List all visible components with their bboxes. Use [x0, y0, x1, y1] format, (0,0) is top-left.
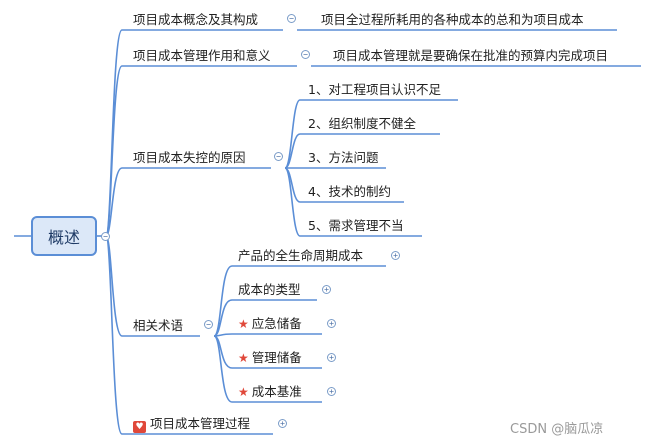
branch-cost-management-process[interactable]: ♥ 项目成本管理过程 [133, 416, 250, 433]
term-item[interactable]: ★成本基准 [238, 384, 302, 400]
branch-cost-management-purpose[interactable]: 项目成本管理作用和意义 [133, 48, 271, 63]
root-label: 概述 [47, 228, 80, 247]
branch-label: 项目成本管理过程 [150, 416, 251, 431]
branch-cost-management-purpose-collapse-icon[interactable]: − [301, 50, 310, 59]
term-label: 成本基准 [251, 384, 302, 399]
term-expand-icon[interactable]: + [391, 251, 400, 260]
term-expand-icon[interactable]: + [327, 319, 336, 328]
branch-cost-overrun-causes[interactable]: 项目成本失控的原因 [133, 150, 246, 165]
cause-item[interactable]: 4、技术的制约 [308, 184, 391, 199]
branch-related-terms-collapse-icon[interactable]: − [204, 320, 213, 329]
branch-related-terms[interactable]: 相关术语 [133, 318, 184, 333]
term-item[interactable]: ★管理储备 [238, 350, 302, 366]
cost-concept-definition[interactable]: 项目全过程所耗用的各种成本的总和为项目成本 [321, 12, 584, 27]
root-node[interactable]: 概述 [31, 216, 97, 256]
cause-item[interactable]: 2、组织制度不健全 [308, 116, 416, 131]
cause-item[interactable]: 3、方法问题 [308, 150, 379, 165]
term-expand-icon[interactable]: + [322, 285, 331, 294]
term-item[interactable]: 产品的全生命周期成本 [238, 248, 363, 264]
term-label: 应急储备 [251, 316, 302, 331]
star-icon: ★ [238, 317, 249, 331]
term-item[interactable]: ★应急储备 [238, 316, 302, 332]
branch-cost-concept[interactable]: 项目成本概念及其构成 [133, 12, 259, 27]
branch-cost-concept-collapse-icon[interactable]: − [287, 14, 296, 23]
cause-item[interactable]: 5、需求管理不当 [308, 218, 404, 233]
star-icon: ★ [238, 385, 249, 399]
heart-icon: ♥ [133, 421, 146, 433]
term-label: 成本的类型 [238, 282, 301, 297]
term-label: 产品的全生命周期成本 [238, 248, 364, 263]
term-label: 管理储备 [251, 350, 302, 365]
watermark: CSDN @脑瓜凉 [510, 422, 604, 437]
cause-item[interactable]: 1、对工程项目认识不足 [308, 82, 441, 97]
root-collapse-icon[interactable]: − [101, 232, 110, 241]
branch-cost-management-process-expand-icon[interactable]: + [278, 419, 287, 428]
term-expand-icon[interactable]: + [327, 387, 336, 396]
star-icon: ★ [238, 351, 249, 365]
branch-cost-overrun-causes-collapse-icon[interactable]: − [274, 152, 283, 161]
cost-management-purpose-definition[interactable]: 项目成本管理就是要确保在批准的预算内完成项目 [333, 48, 609, 63]
term-expand-icon[interactable]: + [327, 353, 336, 362]
term-item[interactable]: 成本的类型 [238, 282, 301, 298]
